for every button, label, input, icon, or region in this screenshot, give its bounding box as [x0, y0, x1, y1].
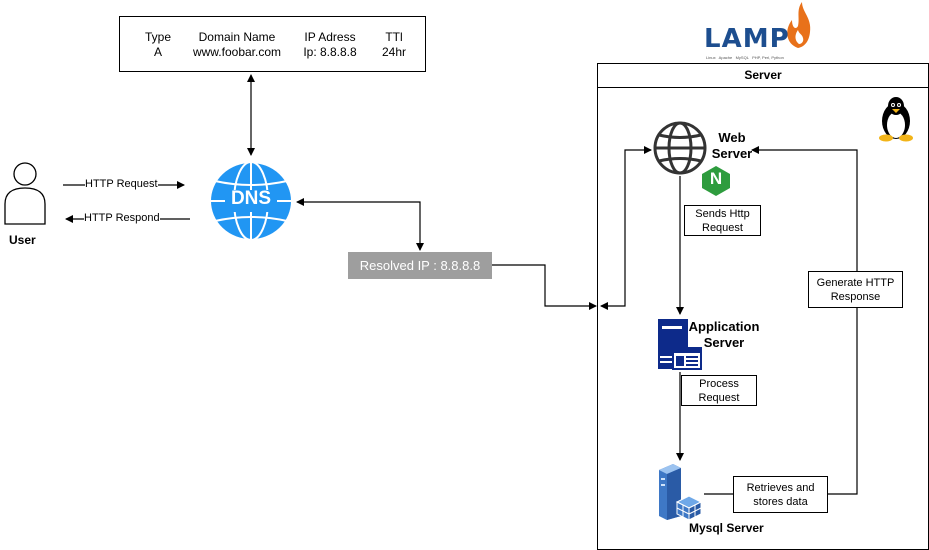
- dns-header-ttl: TTl: [385, 30, 403, 44]
- note-sends-http-request: Sends Http Request: [684, 205, 761, 236]
- lamp-logo-text: LAMP: [704, 24, 790, 54]
- mysql-server-icon: [659, 464, 703, 521]
- dns-col-ip: IP Adress Ip: 8.8.8.8: [296, 30, 364, 60]
- note-generate-response: Generate HTTP Response: [808, 271, 903, 308]
- dns-globe-icon: [209, 161, 293, 241]
- server-web-arrow: [600, 146, 652, 310]
- dns-value-domain: www.foobar.com: [192, 45, 282, 59]
- resolved-server-arrow: [492, 264, 597, 310]
- dns-value-ip: Ip: 8.8.8.8: [303, 45, 357, 59]
- dns-col-domain: Domain Name www.foobar.com: [192, 30, 282, 60]
- web-globe-icon: [653, 121, 707, 175]
- lamp-logo: [787, 2, 811, 48]
- mysql-server-label: Mysql Server: [689, 521, 764, 535]
- dns-header-domain: Domain Name: [198, 30, 276, 44]
- application-server-label: Application Server: [688, 319, 760, 350]
- server-title: Server: [598, 64, 928, 88]
- note-retrieves-stores: Retrieves and stores data: [733, 476, 828, 513]
- http-request-label: HTTP Request: [85, 178, 158, 190]
- http-respond-label: HTTP Respond: [84, 212, 160, 224]
- dns-value-type: A: [153, 45, 162, 59]
- dns-value-ttl: 24hr: [381, 45, 407, 59]
- resolved-ip-badge: Resolved IP : 8.8.8.8: [348, 252, 492, 279]
- application-server-icon: [658, 319, 702, 370]
- dns-header-ip: IP Adress: [304, 30, 356, 44]
- dns-record-table: Type A Domain Name www.foobar.com IP Adr…: [119, 16, 426, 72]
- nginx-icon: [702, 166, 730, 196]
- dns-header-type: Type: [144, 30, 171, 44]
- dns-col-ttl: TTl 24hr: [376, 30, 412, 60]
- lamp-logo-subtitle: Linux Apache MySQL PHP, Perl, Python: [706, 55, 784, 60]
- nginx-letter: N: [709, 169, 723, 188]
- dns-resolved-arrow: [296, 198, 424, 251]
- dns-label: DNS: [230, 188, 272, 209]
- linux-penguin-icon: [879, 97, 913, 142]
- note-process-request: Process Request: [681, 375, 757, 406]
- user-label: User: [9, 233, 36, 247]
- user-icon: [4, 162, 46, 225]
- dns-col-type: Type A: [140, 30, 176, 60]
- web-server-label: Web Server: [711, 130, 753, 161]
